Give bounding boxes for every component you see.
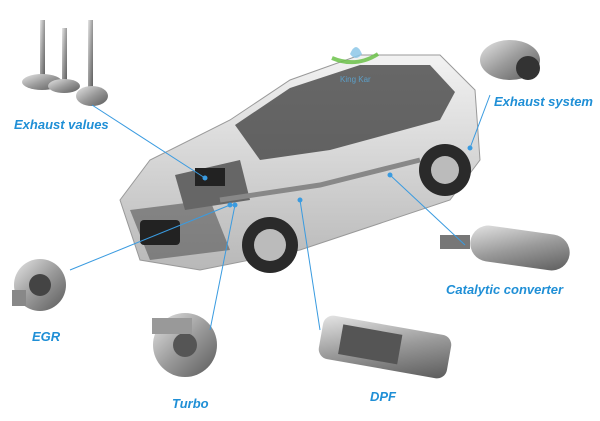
- exhaust-valves-image: [22, 20, 108, 106]
- label-turbo: Turbo: [172, 396, 209, 411]
- label-catalytic-converter: Catalytic converter: [446, 282, 564, 297]
- leader-lines: [69, 94, 491, 331]
- catalytic-converter-image: [440, 225, 570, 271]
- svg-text:King Kar: King Kar: [340, 75, 371, 84]
- dpf-image: [318, 315, 452, 379]
- turbo-image: [152, 313, 217, 377]
- label-egr: EGR: [32, 329, 61, 344]
- exhaust-system-image: [480, 40, 540, 80]
- car-illustration: [119, 54, 481, 273]
- king-kar-logo: King Kar: [331, 47, 380, 84]
- label-exhaust-valves: Exhaust values: [14, 117, 109, 132]
- egr-image: [12, 259, 66, 311]
- label-exhaust-system: Exhaust system: [494, 94, 593, 109]
- label-dpf: DPF: [370, 389, 396, 404]
